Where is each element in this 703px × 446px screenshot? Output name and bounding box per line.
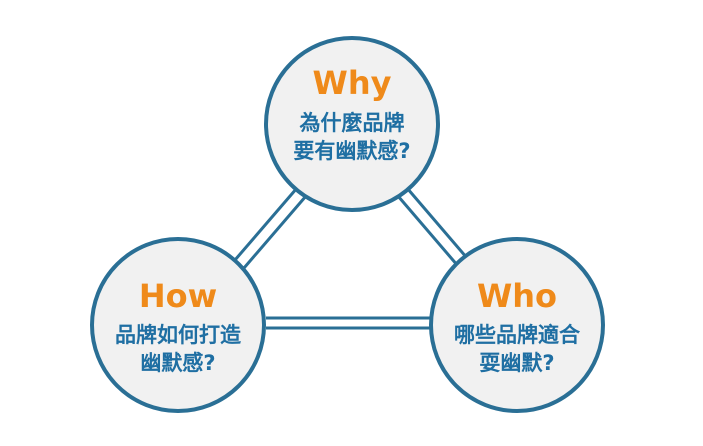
node-why-heading: Why <box>313 64 392 102</box>
node-why: Why 為什麼品牌 要有幽默感? <box>264 36 440 212</box>
connector-why-how <box>233 187 308 269</box>
node-who-line1: 哪些品牌適合 <box>454 323 581 347</box>
node-how-heading: How <box>139 277 217 315</box>
node-how-circle <box>90 237 266 413</box>
node-why-circle <box>264 36 440 212</box>
node-how: How 品牌如何打造 幽默感? <box>90 237 266 413</box>
node-why-line1: 為什麼品牌 <box>300 111 405 135</box>
node-who-circle <box>429 237 605 413</box>
connector-why-who <box>396 187 469 267</box>
node-who-line2: 耍幽默? <box>479 351 554 375</box>
node-how-line1: 品牌如何打造 <box>115 323 242 347</box>
node-how-line2: 幽默感? <box>140 351 215 375</box>
node-why-line2: 要有幽默感? <box>293 139 410 163</box>
node-who-heading: Who <box>477 277 557 315</box>
node-who: Who 哪些品牌適合 耍幽默? <box>429 237 605 413</box>
connector-how-who <box>266 316 430 330</box>
